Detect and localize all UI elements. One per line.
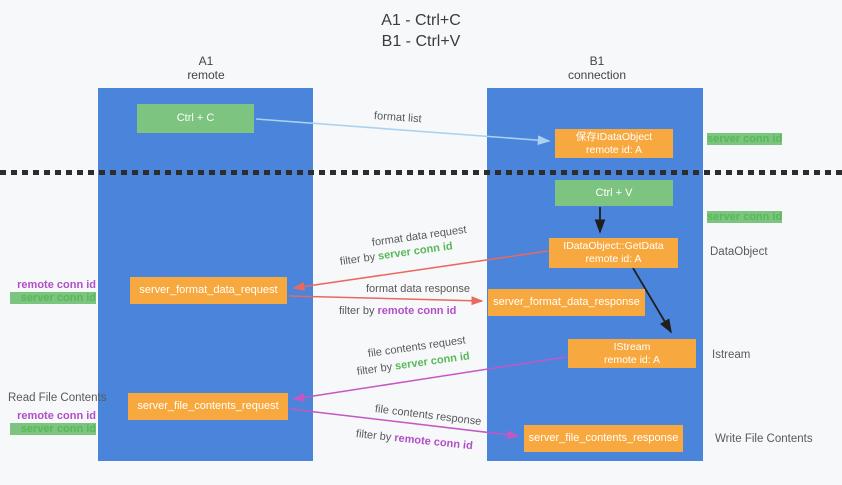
format-list-label: format list [373, 110, 422, 126]
node-ctrl-c-label: Ctrl + C [176, 112, 215, 124]
node-server-format-data-response-label: server_format_data_response [493, 296, 640, 308]
node-save-idataobject: 保存IDataObject remote id: A [555, 129, 673, 158]
filter-by-text: filter by [339, 250, 379, 268]
node-server-file-contents-request-label: server_file_contents_request [137, 400, 279, 412]
server-conn-id-note-right-1: server conn id [707, 133, 783, 145]
node-ctrl-v: Ctrl + V [555, 180, 673, 206]
column-a-sublabel: remote [187, 68, 225, 82]
column-b-label: B1 [589, 54, 605, 68]
filter-by-text: filter by [339, 305, 378, 317]
node-server-format-data-request-label: server_format_data_request [139, 284, 278, 296]
column-a-header: A1 remote [136, 54, 276, 82]
format-data-response-label: format data response [366, 283, 470, 295]
filter-by-remote-conn-id-label-1: filter by remote conn id [339, 305, 456, 317]
node-istream: IStream remote id: A [568, 339, 696, 368]
node-server-file-contents-response-label: server_file_contents_response [528, 432, 679, 444]
write-file-contents-note: Write File Contents [715, 433, 813, 445]
remote-conn-id-keyword: remote conn id [393, 432, 474, 453]
node-server-format-data-response: server_format_data_response [488, 289, 645, 316]
title-line-2: B1 - Ctrl+V [381, 33, 461, 50]
dotted-separator [0, 170, 842, 175]
node-ctrl-c: Ctrl + C [137, 104, 254, 133]
node-ctrl-v-label: Ctrl + V [595, 186, 633, 199]
node-idataobject-getdata: IDataObject::GetData remote id: A [549, 238, 678, 268]
diagram-title: A1 - Ctrl+C B1 - Ctrl+V [0, 10, 842, 52]
read-file-contents-note: Read File Contents [8, 392, 107, 404]
remote-conn-id-note-left-2: remote conn id [17, 410, 96, 422]
istream-note: Istream [712, 349, 751, 361]
server-conn-id-note-right-2: server conn id [707, 211, 783, 223]
column-b-sublabel: connection [567, 68, 627, 82]
node-istream-line2: remote id: A [603, 353, 661, 366]
title-line-1: A1 - Ctrl+C [381, 12, 461, 29]
node-server-file-contents-request: server_file_contents_request [128, 393, 288, 420]
node-idataobject-getdata-line2: remote id: A [585, 253, 642, 265]
dataobject-note: DataObject [710, 246, 768, 258]
remote-conn-id-keyword: remote conn id [377, 305, 457, 317]
node-istream-line1: IStream [613, 340, 651, 353]
server-conn-id-note-left-2: server conn id [10, 423, 96, 435]
filter-by-text: filter by [356, 360, 396, 378]
column-b-header: B1 connection [527, 54, 667, 82]
filter-by-text: filter by [355, 428, 395, 444]
column-a-label: A1 [198, 54, 214, 68]
node-server-format-data-request: server_format_data_request [130, 277, 287, 304]
format-data-response-arrow [288, 295, 484, 306]
node-idataobject-getdata-line1: IDataObject::GetData [563, 240, 664, 252]
node-save-idataobject-line2: remote id: A [585, 143, 643, 156]
file-contents-response-label: file contents response [374, 403, 482, 428]
server-conn-id-note-left-1: server conn id [10, 292, 96, 304]
node-save-idataobject-line1: 保存IDataObject [575, 130, 653, 143]
filter-by-remote-conn-id-label-2: filter by remote conn id [355, 428, 473, 452]
remote-conn-id-note-left-1: remote conn id [17, 279, 96, 291]
node-server-file-contents-response: server_file_contents_response [524, 425, 683, 452]
